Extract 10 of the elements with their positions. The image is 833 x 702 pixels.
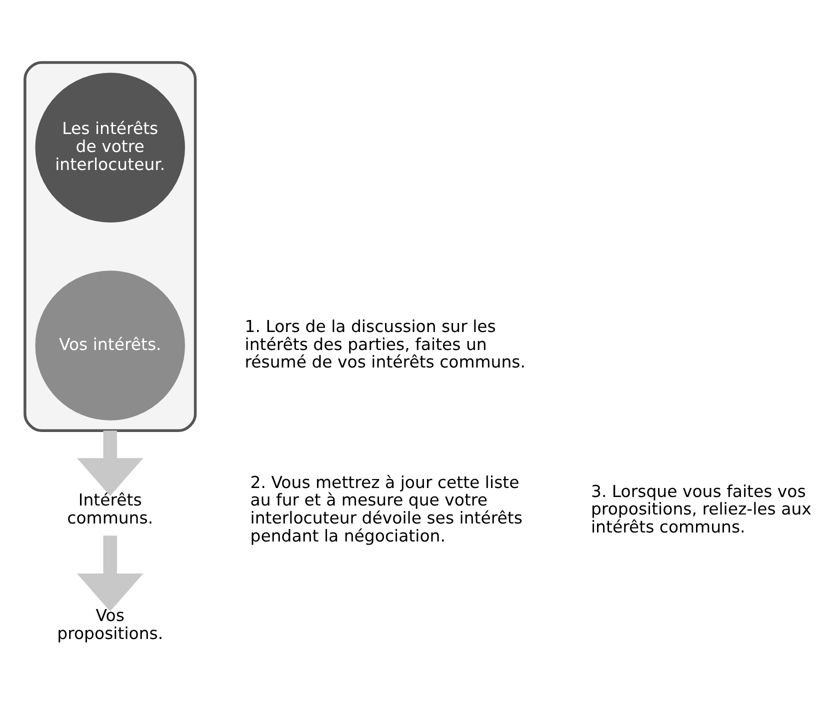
arrow xyxy=(76,536,144,612)
arrow xyxy=(76,430,144,496)
label: 2. Vous mettrez à jour cette liste au fur et à mesure que votre interlocuteur dévoile ses intérêts pendant la négociation. xyxy=(250,472,522,546)
node-text: Intérêts communs. xyxy=(67,490,154,528)
node-text: Vos propositions. xyxy=(57,606,164,643)
node-circle: Vos intérêts. xyxy=(35,270,185,420)
node-circle: Les intérêts de votre interlocuteur. xyxy=(35,72,185,223)
cluster xyxy=(24,61,197,432)
label: 1. Lors de la discussion sur les intérêts des parties, faites un résumé de vos intérêts communs. xyxy=(244,316,526,372)
label: 3. Lorsque vous faites vos propositions, reliez-les aux intérêts communs. xyxy=(590,482,812,536)
